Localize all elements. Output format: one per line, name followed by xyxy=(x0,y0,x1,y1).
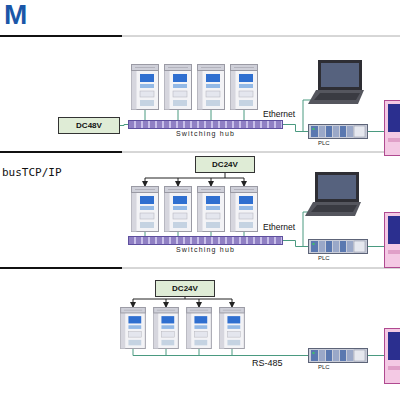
network-cable xyxy=(283,241,308,247)
power-supply-box: DC24V xyxy=(195,156,255,173)
plc-label: PLC xyxy=(308,140,368,146)
power-label: DC24V xyxy=(172,285,198,293)
plc-unit: PLC xyxy=(308,124,368,146)
power-supply-box: DC24V xyxy=(155,280,215,297)
hub-bar xyxy=(128,236,283,245)
hub-label: Switching hub xyxy=(128,246,283,253)
power-supply-box: DC48V xyxy=(58,117,120,134)
switching-hub: Switching hub xyxy=(128,236,283,253)
plc-rack xyxy=(308,239,368,254)
text-label: busTCP/IP xyxy=(2,167,62,178)
edge-label: Ethernet xyxy=(262,223,296,232)
plc-rack xyxy=(308,348,368,363)
plc-rack xyxy=(308,124,368,139)
power-label: DC48V xyxy=(76,122,102,130)
plc-label: PLC xyxy=(308,255,368,261)
plc-unit: PLC xyxy=(308,348,368,370)
page-title: M xyxy=(4,1,27,29)
power-label: DC24V xyxy=(212,161,238,169)
plc-label: PLC xyxy=(308,364,368,370)
plc-unit: PLC xyxy=(308,239,368,261)
network-cable xyxy=(283,125,308,132)
hub-label: Switching hub xyxy=(128,130,283,137)
network-cable xyxy=(120,125,128,126)
text-label: RS-485 xyxy=(252,359,283,368)
hub-bar xyxy=(128,120,283,129)
switching-hub: Switching hub xyxy=(128,120,283,137)
edge-label: Ethernet xyxy=(262,110,296,119)
